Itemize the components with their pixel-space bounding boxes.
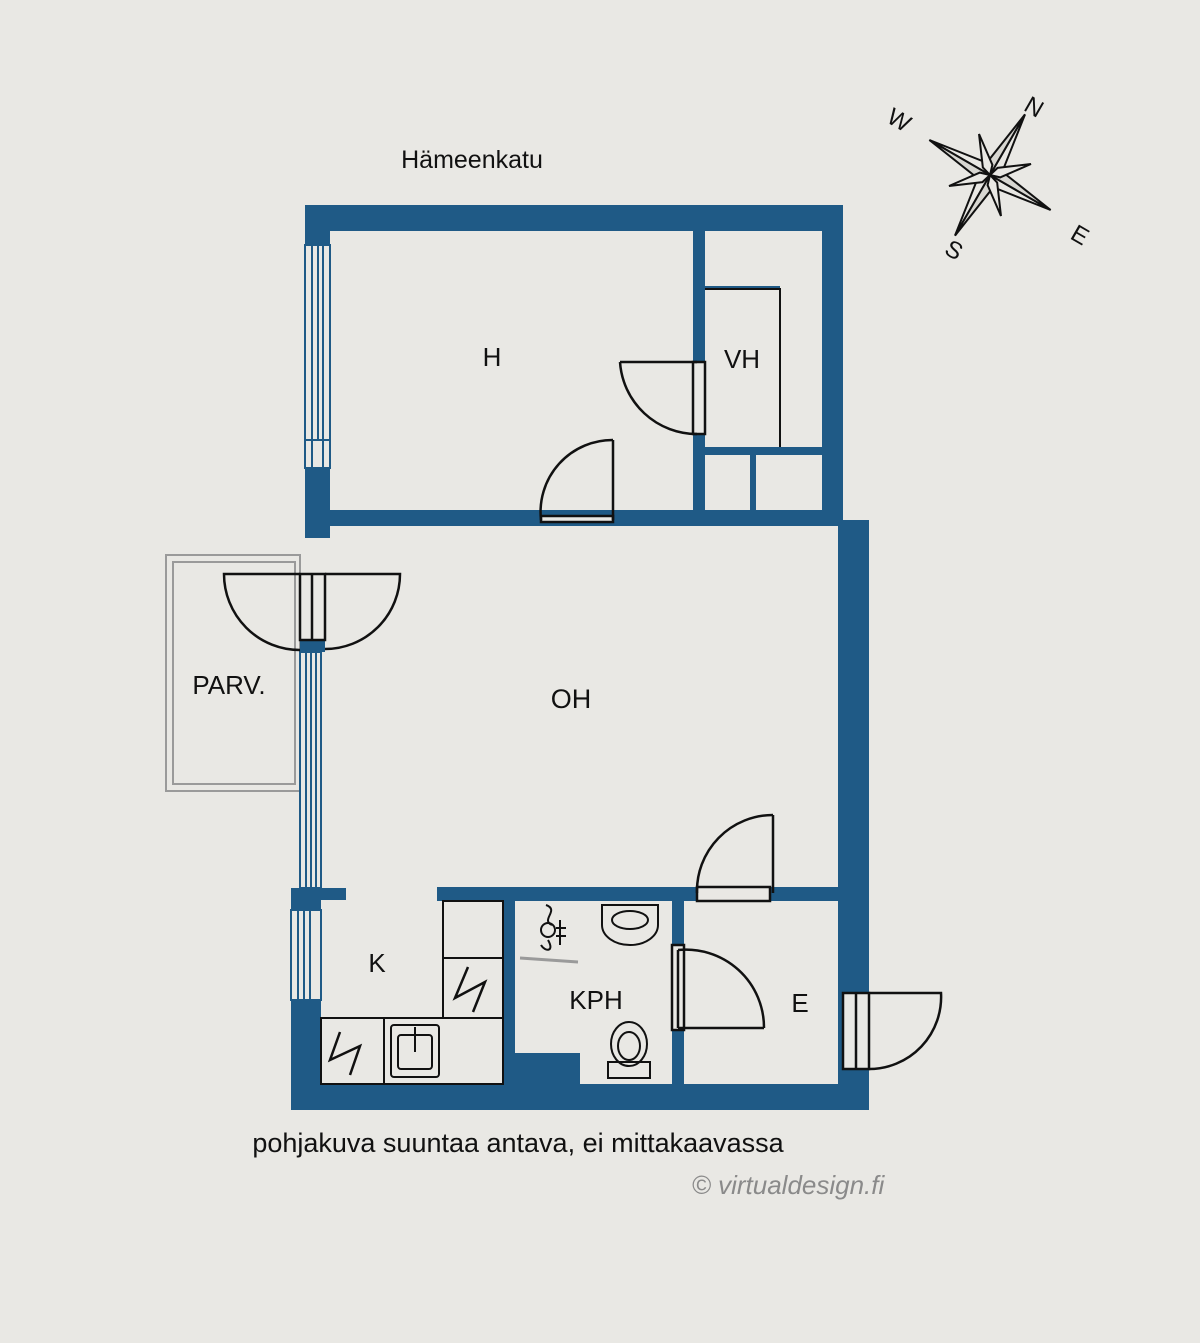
room-label-closet: VH xyxy=(724,344,760,374)
room-label-kitchen: K xyxy=(368,948,386,978)
copyright-text: © virtualdesign.fi xyxy=(692,1170,886,1200)
window-kitchen xyxy=(290,909,322,1001)
compass-rose-icon xyxy=(928,113,1052,237)
door-entrance xyxy=(841,991,943,1071)
kitchen-counter xyxy=(320,900,504,1085)
door-bedroom xyxy=(539,438,615,524)
room-label-bathroom: KPH xyxy=(569,985,622,1015)
balcony-door xyxy=(222,572,402,652)
room-label-hall: E xyxy=(791,988,808,1018)
shower-icon xyxy=(519,904,579,964)
door-hall xyxy=(695,813,775,903)
street-label: Hämeenkatu xyxy=(401,146,543,174)
room-label-bedroom: H xyxy=(483,342,502,372)
window-living-room xyxy=(299,651,322,889)
door-closet xyxy=(618,360,707,436)
sink-icon xyxy=(390,1024,440,1078)
room-label-living-room: OH xyxy=(551,684,592,714)
room-label-balcony: PARV. xyxy=(192,670,265,700)
window-bedroom xyxy=(304,244,331,469)
door-bathroom xyxy=(670,943,766,1032)
stove-icon xyxy=(327,1031,363,1076)
washbasin-icon xyxy=(601,904,659,946)
toilet-icon xyxy=(607,1021,651,1079)
closet-shelving xyxy=(705,288,781,447)
disclaimer-text: pohjakuva suuntaa antava, ei mittakaavas… xyxy=(252,1128,784,1158)
fridge-icon xyxy=(452,966,488,1013)
